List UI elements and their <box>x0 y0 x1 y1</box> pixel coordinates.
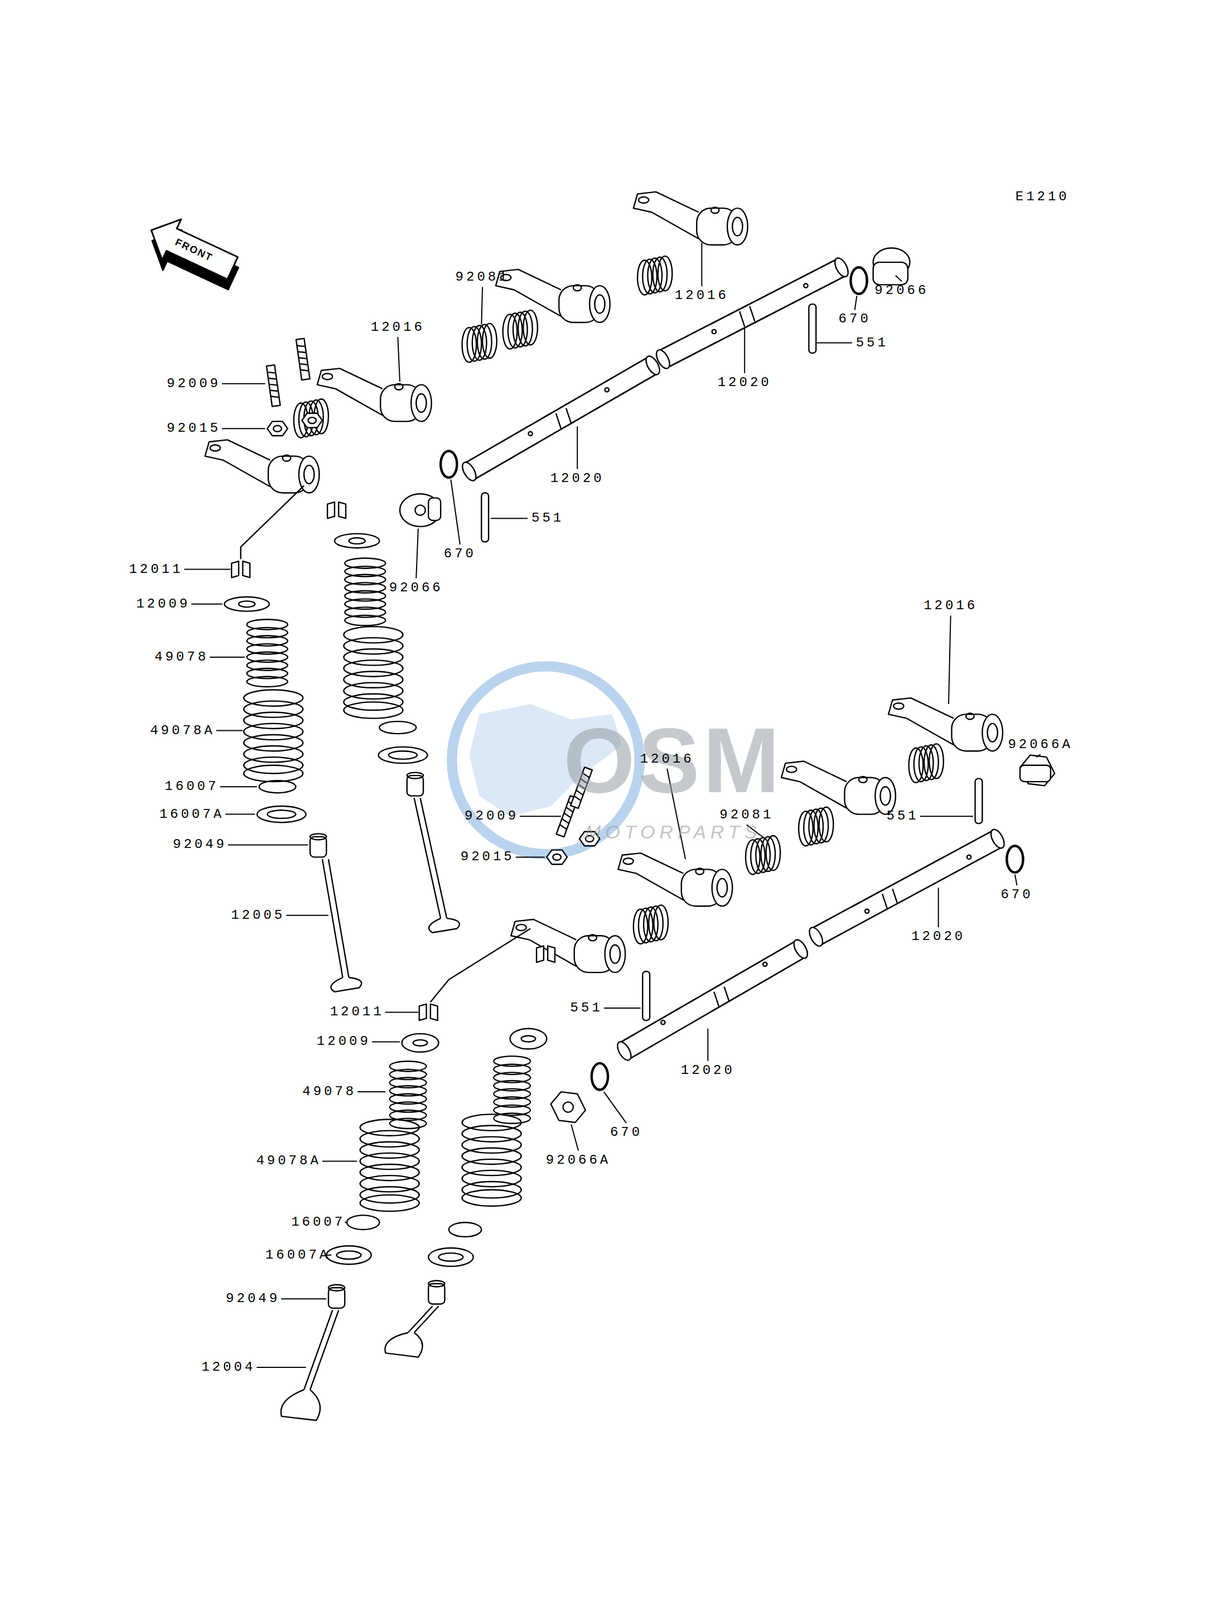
callout-number: 670 <box>838 312 872 326</box>
leader-line <box>228 843 308 845</box>
leader-line <box>1036 753 1041 757</box>
dowel-pin <box>481 303 983 1021</box>
leader-line <box>191 603 223 605</box>
callout-number: 12005 <box>230 908 285 922</box>
leader-line <box>481 286 483 325</box>
leader-line <box>357 1090 386 1092</box>
leader-line <box>416 528 419 578</box>
callout-number: 49078A <box>150 723 215 738</box>
leader-line <box>221 383 266 385</box>
leader-line <box>256 1366 307 1368</box>
callout-number: 12011 <box>128 562 183 577</box>
callout-number: 12016 <box>640 752 695 766</box>
leader-line <box>286 914 329 916</box>
shaft-plug <box>399 247 1055 1122</box>
callout-number: 12020 <box>911 929 966 944</box>
callout-number: 92009 <box>166 376 221 391</box>
callout-number: 12009 <box>316 1034 371 1048</box>
rocker-shaft <box>614 827 1007 1062</box>
callout-number: 92081 <box>455 270 510 284</box>
front-arrow <box>137 209 247 299</box>
leader-line <box>209 656 245 658</box>
callout-number: 12004 <box>201 1360 256 1374</box>
callout-number: 12020 <box>717 375 772 390</box>
leader-line <box>707 1028 709 1061</box>
leader-line <box>216 730 244 732</box>
valve-assembly <box>281 927 555 1420</box>
leader-line <box>1014 873 1018 886</box>
leader-line <box>397 336 400 382</box>
leader-line <box>938 887 940 927</box>
callout-number: 551 <box>531 511 564 525</box>
leader-line <box>603 1007 641 1009</box>
callout-number: 551 <box>886 809 920 823</box>
callout-number: 12009 <box>136 597 191 611</box>
rocker-arm <box>205 191 1003 973</box>
leader-line <box>571 1124 579 1151</box>
rocker-shaft <box>459 255 851 483</box>
callout-number: 92066 <box>389 581 444 595</box>
leader-line <box>221 427 266 429</box>
callout-number: 551 <box>856 336 889 350</box>
callout-number: 16007A <box>159 807 225 821</box>
lock-nut <box>267 413 600 864</box>
callout-number: 92066A <box>545 1153 611 1167</box>
leader-line <box>920 815 974 817</box>
callout-number: 12020 <box>550 471 605 486</box>
callout-number: 92049 <box>225 1291 280 1305</box>
leader-line <box>184 568 231 570</box>
leader-line <box>576 426 578 470</box>
callout-number: 12016 <box>923 598 978 613</box>
leader-line <box>281 1297 327 1299</box>
valve-assembly <box>224 485 460 992</box>
callout-number: 92066 <box>874 283 929 298</box>
leader-line <box>854 295 858 310</box>
callout-number: 670 <box>1000 887 1033 902</box>
callout-number: 92081 <box>719 808 774 822</box>
callout-number: 92049 <box>172 837 227 852</box>
leader-line <box>519 815 562 817</box>
leader-line <box>219 785 258 787</box>
callout-number: 551 <box>570 1001 603 1015</box>
leader-line <box>450 479 460 545</box>
callout-number: 12011 <box>330 1004 385 1019</box>
leader-line <box>225 813 255 815</box>
leader-line <box>895 275 902 282</box>
callout-number: 12020 <box>680 1063 736 1077</box>
callout-number: 16007 <box>291 1215 346 1229</box>
leader-line <box>948 615 951 704</box>
callout-number: 92015 <box>166 421 221 435</box>
o-ring <box>440 267 1023 1090</box>
callout-number: 670 <box>610 1125 643 1139</box>
callout-number: 16007 <box>164 779 219 794</box>
leader-line <box>603 1091 627 1123</box>
leader-line <box>815 342 852 344</box>
leader-line <box>515 856 545 858</box>
leader-line <box>701 242 703 287</box>
callout-number: 49078 <box>302 1084 357 1099</box>
callout-number: 92015 <box>460 849 515 864</box>
callout-number: 49078A <box>255 1153 321 1168</box>
watermark: MOTORPARTS <box>585 822 762 841</box>
rocker-spring <box>293 255 944 944</box>
callout-number: 670 <box>443 547 477 561</box>
leader-line <box>371 1040 400 1042</box>
callout-number: 92066A <box>1007 737 1073 752</box>
leader-line <box>490 517 528 519</box>
adjusting-screw <box>266 338 593 838</box>
callout-number: 49078 <box>154 650 209 664</box>
leader-line <box>385 1011 419 1013</box>
callout-number: 92009 <box>464 809 519 823</box>
leader-line <box>743 328 746 374</box>
callout-number: 16007A <box>265 1248 331 1262</box>
callout-number: 12016 <box>370 320 425 335</box>
leader-line <box>322 1159 357 1162</box>
callout-number: 12016 <box>674 288 729 303</box>
figure-code: E1210 <box>1015 190 1070 204</box>
